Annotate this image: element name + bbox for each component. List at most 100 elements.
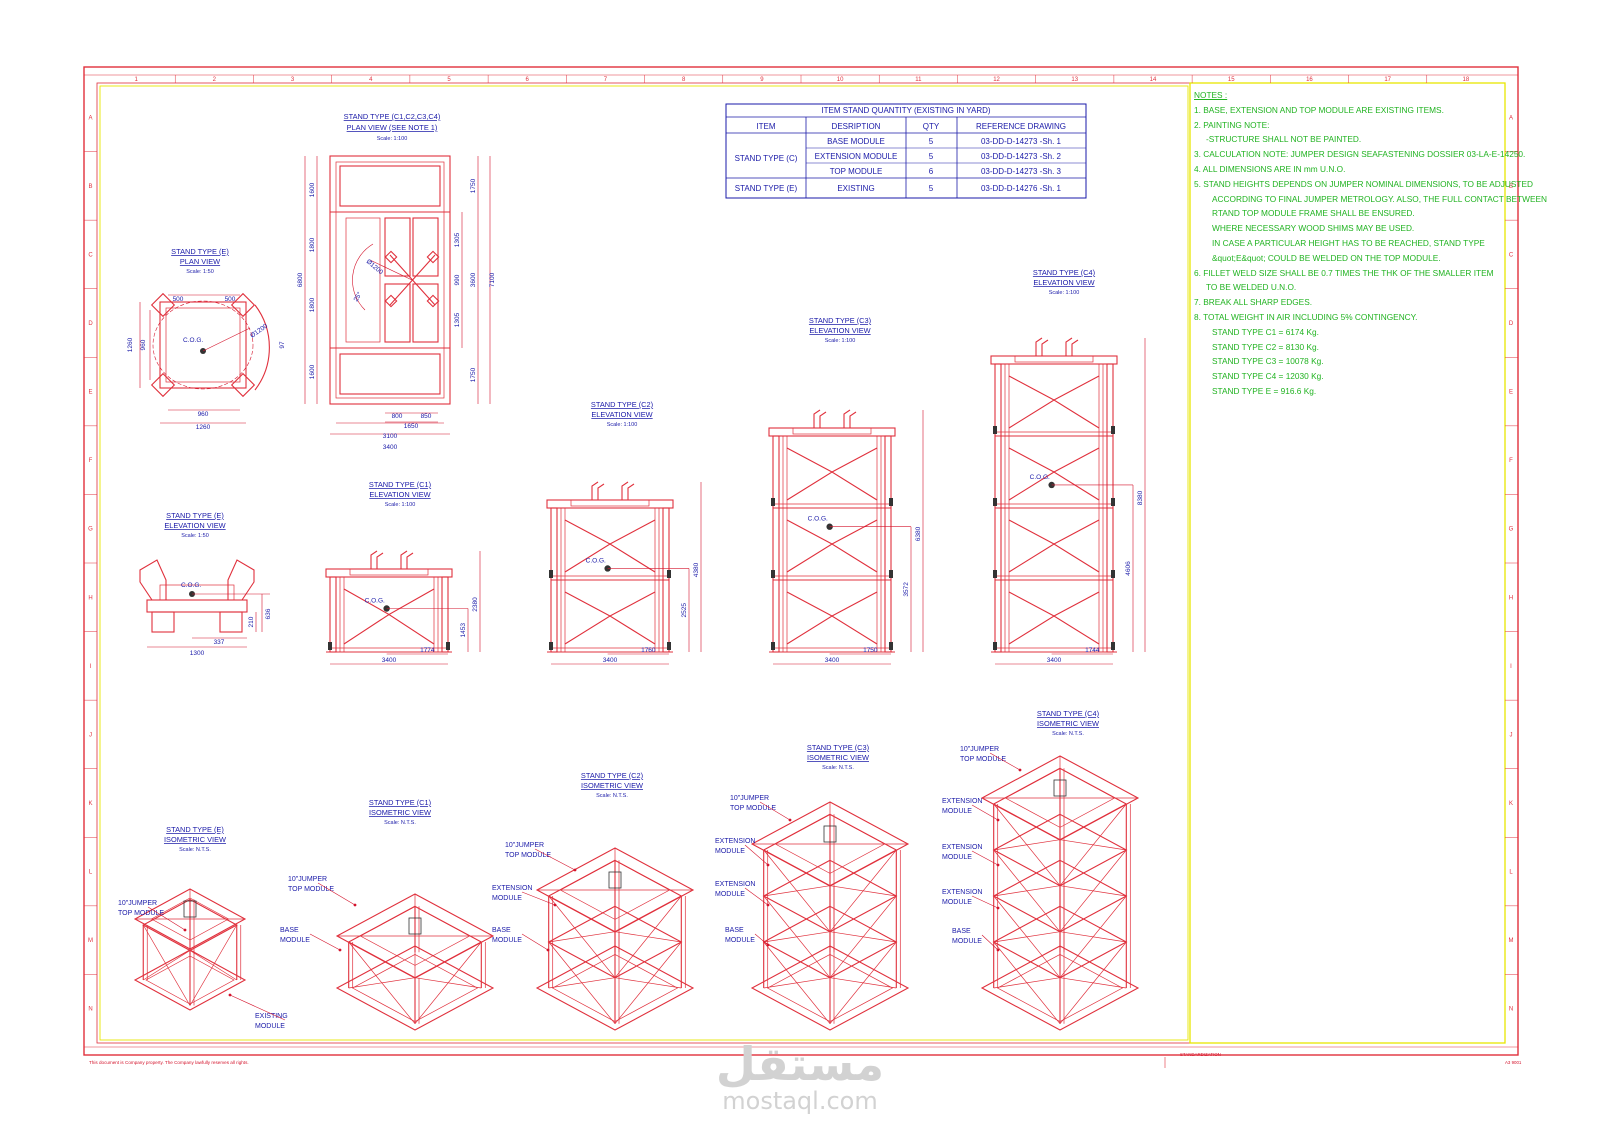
stand-bracing	[343, 588, 435, 645]
stand-bracing	[1008, 447, 1100, 501]
stand-pin	[993, 498, 997, 506]
iso-top-deck-cross	[982, 756, 1138, 840]
svg-text:3100: 3100	[383, 433, 398, 440]
dimension-cog-height: 3572	[903, 582, 910, 597]
component-label: EXTENSION	[942, 889, 982, 896]
view-subtitle: ELEVATION VIEW	[1033, 278, 1094, 287]
svg-text:C.O.G.: C.O.G.	[181, 582, 201, 589]
leader-dot	[338, 948, 342, 952]
grid-col-label: 15	[1228, 77, 1235, 83]
grid-row-label: F	[89, 458, 93, 464]
top-frame	[990, 355, 1118, 365]
drawing-frame	[99, 85, 1189, 1041]
component-label: BASE	[492, 927, 511, 934]
view-title: STAND TYPE (C1,C2,C3,C4)	[344, 112, 441, 121]
leader-dot	[766, 903, 770, 907]
stand-pin	[771, 570, 775, 578]
stand-pin	[889, 642, 893, 650]
dimension-total-height: 2380	[472, 597, 479, 612]
view-scale: Scale: 1:100	[1049, 290, 1080, 296]
component-label: EXTENSION	[715, 838, 755, 845]
label-leader	[317, 882, 356, 906]
label-leader	[521, 891, 556, 906]
grid-col-label: 18	[1463, 77, 1470, 83]
stand-leg-inner	[433, 576, 439, 653]
view-title: STAND TYPE (C3)	[807, 743, 869, 752]
label-leader	[521, 933, 549, 951]
watermark-arabic: مستقل	[715, 1037, 885, 1091]
iso-jumper-saddle	[1053, 779, 1067, 797]
iso-base-frame	[335, 945, 495, 1031]
note-line: 8. TOTAL WEIGHT IN AIR INCLUDING 5% CONT…	[1194, 311, 1418, 322]
stand-leg	[329, 576, 337, 653]
stand-bracing	[1008, 375, 1100, 429]
view-subtitle: PLAN VIEW (SEE NOTE 1)	[347, 123, 438, 132]
dimension-width: 3400	[1047, 657, 1062, 664]
elev-c4-view: STAND TYPE (C4)ELEVATION VIEW Scale: 1:10…	[990, 268, 1146, 665]
leader-dot	[573, 868, 577, 872]
footer-right: A3 9001	[1505, 1060, 1522, 1065]
svg-text:1305: 1305	[454, 312, 461, 327]
dimension-cog-x: 1744	[1085, 647, 1100, 654]
svg-text:C.O.G.: C.O.G.	[183, 337, 203, 344]
leader-dot	[996, 948, 1000, 952]
note-line: -STRUCTURE SHALL NOT BE PAINTED.	[1206, 134, 1362, 145]
grid-col-label: 11	[915, 77, 922, 83]
table-cell: 6	[929, 167, 934, 176]
note-line: STAND TYPE C1 = 6174 Kg.	[1212, 326, 1319, 337]
iso-base-frame	[980, 945, 1140, 1031]
note-line: 2. PAINTING NOTE:	[1194, 119, 1270, 130]
stand-pin	[1111, 426, 1115, 434]
svg-text:1650: 1650	[404, 423, 419, 430]
note-line: 1. BASE, EXTENSION AND TOP MODULE ARE EX…	[1194, 104, 1444, 115]
view-subtitle: ISOMETRIC VIEW	[369, 808, 431, 817]
component-label: EXTENSION	[715, 881, 755, 888]
svg-text:ELEVATION VIEW: ELEVATION VIEW	[164, 521, 225, 530]
dimension-width: 3400	[603, 657, 618, 664]
svg-text:960: 960	[198, 411, 209, 418]
leader-dot	[228, 993, 232, 997]
stand-bracing	[1008, 519, 1100, 573]
iso-top-deck-cross	[337, 894, 493, 978]
jumper-saddle	[1065, 337, 1079, 356]
view-title: STAND TYPE (C1)	[369, 798, 431, 807]
svg-text:97: 97	[279, 341, 286, 349]
view-title: STAND TYPE (C4)	[1037, 709, 1099, 718]
component-label: 10"JUMPER	[288, 876, 327, 883]
view-subtitle: ISOMETRIC VIEW	[164, 835, 226, 844]
component-label: MODULE	[492, 937, 522, 944]
grid-row-label: A	[88, 115, 92, 121]
svg-text:990: 990	[454, 274, 461, 285]
svg-text:500: 500	[173, 296, 184, 303]
table-cell: 5	[929, 184, 934, 193]
iso-bracing	[142, 924, 238, 1006]
svg-text:6800: 6800	[297, 272, 304, 287]
grid-row-label: L	[1509, 870, 1513, 876]
note-line: 5. STAND HEIGHTS DEPENDS ON JUMPER NOMIN…	[1194, 178, 1533, 189]
svg-text:PLAN VIEW: PLAN VIEW	[180, 257, 220, 266]
top-frame	[546, 499, 674, 509]
watermark: مستقل mostaql.com	[700, 1040, 900, 1114]
component-label: 10"JUMPER	[960, 746, 999, 753]
grid-col-label: 2	[213, 77, 217, 83]
svg-text:800: 800	[392, 413, 403, 420]
table-cell: EXISTING	[837, 184, 874, 193]
view-title: STAND TYPE (C4)	[1033, 268, 1095, 277]
dimension-cog-height: 2525	[681, 603, 688, 618]
svg-text:636: 636	[265, 608, 272, 619]
view-subtitle: ELEVATION VIEW	[369, 490, 430, 499]
grid-row-label: I	[1510, 664, 1512, 670]
table-header-item: ITEM	[756, 122, 775, 131]
stand-pin	[549, 570, 553, 578]
svg-text:960: 960	[140, 339, 147, 350]
component-label: TOP MODULE	[505, 852, 551, 859]
label-leader	[744, 844, 769, 866]
label-leader	[971, 895, 999, 909]
grid-col-label: 14	[1150, 77, 1157, 83]
view-title: STAND TYPE (C1)	[369, 480, 431, 489]
